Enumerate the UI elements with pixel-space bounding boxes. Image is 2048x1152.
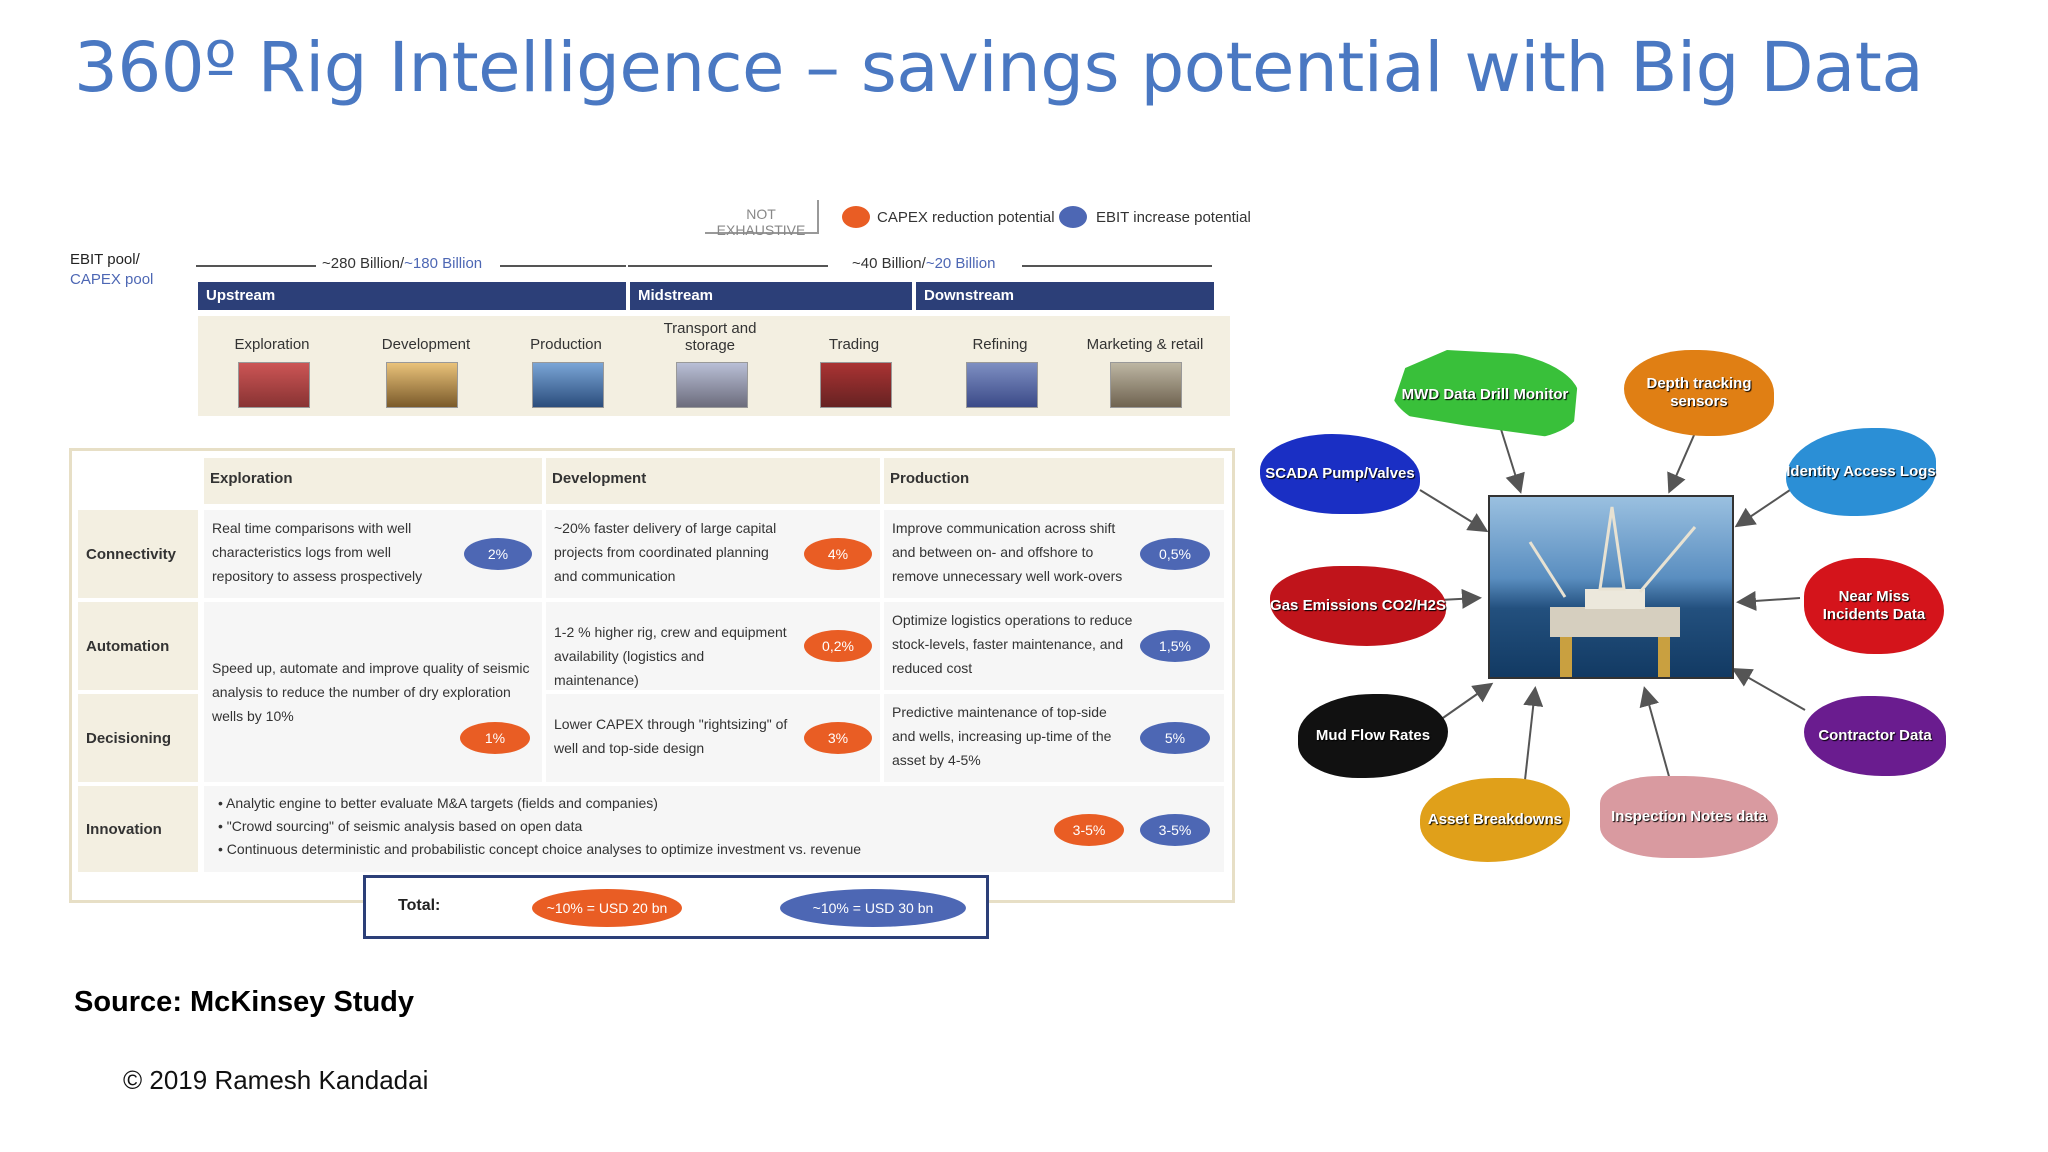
depth-tracking-node: Depth tracking sensors [1624,350,1774,436]
upstream-capex-range: ~180 Billion [404,255,483,272]
near-miss-node: Near Miss Incidents Data [1804,558,1944,654]
scada-node: SCADA Pump/Valves [1260,434,1420,514]
asset-breakdowns-node: Asset Breakdowns [1420,778,1570,862]
exploration-photo [238,362,310,408]
decisioning-production-value: 5% [1140,722,1210,754]
not-exhaustive-tag: NOT EXHAUSTIVE [705,200,819,238]
connectivity-production: Improve communication across shift and b… [884,510,1224,598]
refining-photo [966,362,1038,408]
downstream-range-arrow-left [628,265,828,267]
total-ebit-value: ~10% = USD 30 bn [780,889,966,927]
connectivity-exploration-value: 2% [464,538,532,570]
innovation-ebit-value: 3-5% [1140,814,1210,846]
upstream-range-arrow-left [196,265,316,267]
downstream-capex-range: ~20 Billion [925,255,996,272]
upstream-range-arrow-right [500,265,626,267]
automation-development-value: 0,2% [804,630,872,662]
capex-legend-dot [842,206,870,228]
downstream-ebit-range: ~40 Billion/ [852,255,926,272]
page-title: 360º Rig Intelligence – savings potentia… [74,28,1924,108]
gas-emissions-node: Gas Emissions CO2/H2S [1270,566,1446,646]
header-exploration: Exploration [204,458,542,504]
innovation-capex-value: 3-5% [1054,814,1124,846]
total-label: Total: [398,897,441,914]
row-label-innovation: Innovation [78,786,198,872]
connector-near-miss [1736,590,1801,611]
total-capex-value: ~10% = USD 20 bn [532,889,682,927]
header-development: Development [546,458,880,504]
chain-exploration: Exploration [234,336,310,353]
downstream-range: ~40 Billion/~20 Billion [852,255,995,272]
mud-flow-node: Mud Flow Rates [1298,694,1448,778]
connectivity-production-value: 0,5% [1140,538,1210,570]
upstream-range: ~280 Billion/~180 Billion [322,255,482,272]
header-production: Production [884,458,1224,504]
row-label-automation: Automation [78,602,198,690]
exploration-merged-value: 1% [460,722,530,754]
segment-upstream: Upstream [198,282,626,310]
capex-pool-label: CAPEX pool [70,271,154,288]
contractor-data-node: Contractor Data [1804,696,1946,776]
copyright-notice: © 2019 Ramesh Kandadai [123,1065,429,1095]
ebit-pool-label: EBIT pool/ [70,251,140,268]
decisioning-development-value: 3% [804,722,872,754]
connectivity-development-value: 4% [804,538,872,570]
marketing-photo [1110,362,1182,408]
connector-identity [1734,489,1791,528]
exploration-merged-text: Speed up, automate and improve quality o… [212,660,530,724]
pool-label: EBIT pool/ CAPEX pool [70,250,153,290]
connector-contractor [1731,668,1806,711]
row-label-connectivity: Connectivity [78,510,198,598]
chain-transport: Transport and storage [663,320,757,354]
connector-gas [1439,588,1482,609]
chain-development: Development [381,336,471,353]
connector-asset [1523,686,1544,781]
source-citation: Source: McKinsey Study [74,986,415,1018]
chain-refining: Refining [972,336,1028,353]
connectivity-development: ~20% faster delivery of large capital pr… [546,510,880,598]
downstream-range-arrow-right [1022,265,1212,267]
offshore-rig-image [1488,495,1734,679]
segment-midstream: Midstream [630,282,912,310]
capex-legend-label: CAPEX reduction potential [877,209,1055,226]
development-photo [386,362,458,408]
connector-scada [1419,489,1489,533]
chain-marketing: Marketing & retail [1086,336,1204,353]
transport-photo [676,362,748,408]
automation-development: 1-2 % higher rig, crew and equipment ava… [546,602,880,690]
exploration-merged-cell: Speed up, automate and improve quality o… [204,602,542,782]
innovation-bullet: • Analytic engine to better evaluate M&A… [218,795,658,811]
row-label-decisioning: Decisioning [78,694,198,782]
identity-access-node: Identity Access Logs [1786,428,1936,516]
ebit-legend-label: EBIT increase potential [1096,209,1251,226]
production-photo [532,362,604,408]
trading-photo [820,362,892,408]
chain-trading: Trading [828,336,880,353]
connector-mud-flow [1439,682,1494,721]
segment-downstream: Downstream [916,282,1214,310]
innovation-bullet: • Continuous deterministic and probabili… [218,841,862,857]
connector-inspection [1639,686,1671,781]
automation-production-value: 1,5% [1140,630,1210,662]
innovation-bullet: • "Crowd sourcing" of seismic analysis b… [218,818,583,834]
upstream-ebit-range: ~280 Billion/ [322,255,405,272]
chain-production: Production [530,336,602,353]
inspection-notes-node: Inspection Notes data [1600,776,1778,858]
rig-illustration [1528,506,1697,677]
ebit-legend-dot [1059,206,1087,228]
